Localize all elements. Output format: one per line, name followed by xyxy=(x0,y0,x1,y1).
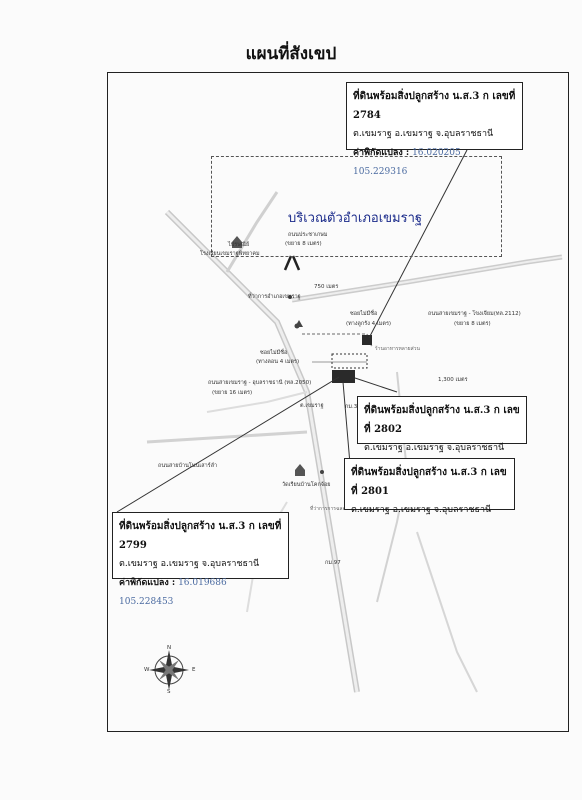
pointer-2802 xyxy=(354,377,398,393)
soi-line xyxy=(302,333,373,348)
area-label: บริเวณตัวอำเภอเขมราฐ xyxy=(288,211,423,226)
label-soi-2: ซอยไม่มีชื่อ xyxy=(260,350,288,356)
map-frame xyxy=(107,72,569,732)
parcel-2784-coord: 16.020205 105.229316 xyxy=(353,148,461,177)
parcel-2802-line2: ต.เขมราฐ อ.เขมราฐ จ.อุบลราชธานี xyxy=(364,443,505,453)
label-temple: วัดเรียนบ้านโคกจ้อย xyxy=(282,482,331,488)
district-area-outline xyxy=(211,156,502,257)
label-road-prachakasem-w: (ขยาย 8 เมตร) xyxy=(285,241,322,247)
label-school: โรงเรียนเขมราฐพิทยาคม xyxy=(200,251,260,257)
district-icon xyxy=(295,320,303,327)
page-title: แผนที่สังเขป xyxy=(245,44,337,64)
parcel-2784-coord-label: ค่าพิกัดแปลง : xyxy=(353,148,410,158)
label-municipal: ที่ว่าการการฉลองใหม่ xyxy=(310,506,357,512)
label-dist-1: 750 เมตร xyxy=(314,284,339,290)
label-road-2112-w: (ขยาย 8 เมตร) xyxy=(454,321,491,327)
landmark-icon xyxy=(288,295,292,299)
label-dist-3: ต.เขมราฐ xyxy=(300,403,324,409)
compass-w: W xyxy=(144,667,150,673)
label-shop: ร้านอาหารหลายส่วน xyxy=(375,346,420,352)
label-road-2050-w: (ขยาย 16 เมตร) xyxy=(212,390,253,396)
compass-e: E xyxy=(192,667,196,673)
parcel-outline xyxy=(331,353,368,369)
label-soi-1-w: (ทางลูกรัง 4 เมตร) xyxy=(346,321,392,327)
label-post: ไปรษณีย์ xyxy=(228,242,250,248)
parcel-box-2802: ที่ดินพร้อมสิ่งปลูกสร้าง น.ส.3 ก เลขที่ … xyxy=(357,396,527,453)
parcel-box-2801: ที่ดินพร้อมสิ่งปลูกสร้าง น.ส.3 ก เลขที่ … xyxy=(344,458,515,515)
label-soi-1: ซอยไม่มีชื่อ xyxy=(350,311,378,317)
temple-icon-2 xyxy=(295,464,305,476)
label-km-1: กม.36 xyxy=(345,404,361,410)
compass-rose-icon xyxy=(149,650,189,690)
parcel-2801-line2: ต.เขมราฐ อ.เขมราฐ จ.อุบลราชธานี xyxy=(351,505,492,515)
parcel-2784-line1: ที่ดินพร้อมสิ่งปลูกสร้าง น.ส.3 ก เลขที่ … xyxy=(353,91,516,121)
parcel-box-2799: ที่ดินพร้อมสิ่งปลูกสร้าง น.ส.3 ก เลขที่ … xyxy=(112,512,289,607)
parcel-2799-line2: ต.เขมราฐ อ.เขมราฐ จ.อุบลราชธานี xyxy=(119,559,260,569)
pointer-2801 xyxy=(342,381,351,465)
parcel-2799-coord-label: ค่าพิกัดแปลง : xyxy=(119,578,176,588)
pointer-2799 xyxy=(116,376,340,513)
parcel-2784 xyxy=(362,335,372,345)
label-road-2112: ถนนสายเขมราฐ - โขงเจียม(ทล.2112) xyxy=(428,311,521,317)
label-km-2: กม.97 xyxy=(325,560,341,566)
parcel-2802-2801 xyxy=(332,370,355,383)
shop-icon xyxy=(320,470,324,474)
compass-n: N xyxy=(167,645,172,651)
parcel-2799-coord: 16.019686 105.228453 xyxy=(119,578,227,607)
pointer-2784 xyxy=(368,149,468,339)
label-road-prachakasem: ถนนประชาเกษม xyxy=(288,232,328,238)
parcel-2801-line1: ที่ดินพร้อมสิ่งปลูกสร้าง น.ส.3 ก เลขที่ … xyxy=(351,467,507,497)
label-dist-2: 1,300 เมตร xyxy=(438,377,468,383)
road-map xyxy=(116,149,563,693)
road-north xyxy=(225,191,279,273)
label-road-2050: ถนนสายเขมราฐ - อุบลราชธานี (ทล.2050) xyxy=(208,380,312,386)
parcel-2802-line1: ที่ดินพร้อมสิ่งปลูกสร้าง น.ส.3 ก เลขที่ … xyxy=(364,405,520,435)
parcel-2799-line1: ที่ดินพร้อมสิ่งปลูกสร้าง น.ส.3 ก เลขที่ … xyxy=(119,521,282,551)
temple-icon xyxy=(232,236,242,248)
label-district: ที่ว่าการอำเภอเขมราฐ xyxy=(248,294,301,300)
road-village xyxy=(146,430,308,444)
compass-s: S xyxy=(167,689,171,695)
label-road-village: ถนนสายบ้านโนนเสาร์ลำ xyxy=(158,463,218,469)
label-soi-2-w: (ทางลอน 4 เมตร) xyxy=(256,359,300,365)
parcel-box-2784: ที่ดินพร้อมสิ่งปลูกสร้าง น.ส.3 ก เลขที่ … xyxy=(346,82,523,177)
parcel-2784-line2: ต.เขมราฐ อ.เขมราฐ จ.อุบลราชธานี xyxy=(353,129,494,139)
bridge-icon xyxy=(283,255,301,271)
